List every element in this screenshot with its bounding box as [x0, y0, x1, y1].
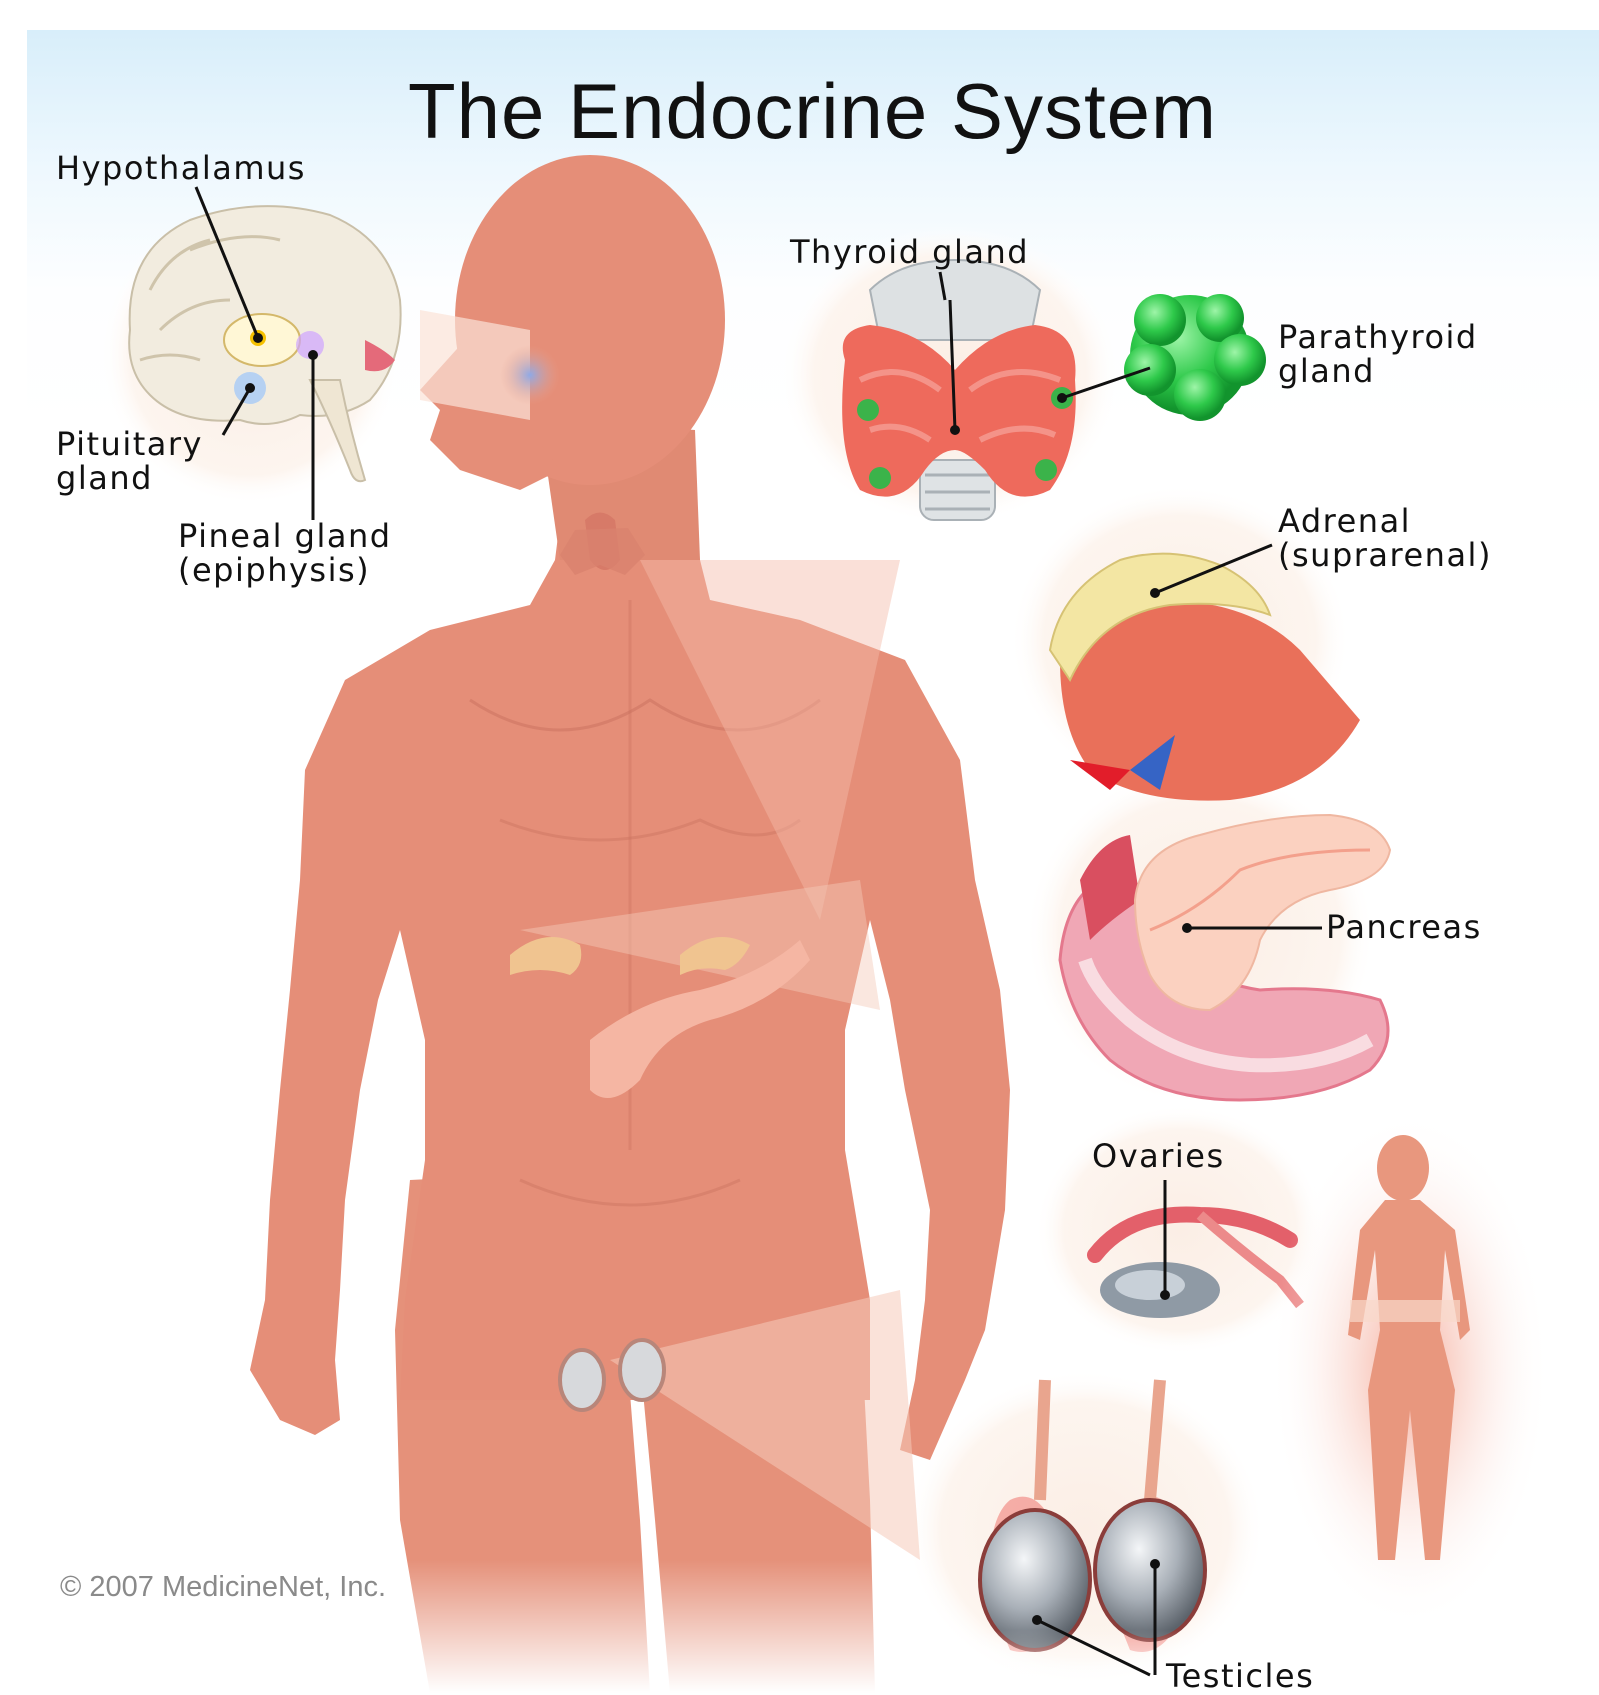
label-parathyroid-line2: gland: [1278, 355, 1375, 388]
label-adrenal-line2: (suprarenal): [1278, 539, 1492, 572]
label-pituitary-line2: gland: [56, 462, 153, 495]
label-ovaries: Ovaries: [1092, 1140, 1225, 1173]
label-pituitary-line1: Pituitary: [56, 428, 203, 461]
label-adrenal-line1: Adrenal: [1278, 505, 1411, 538]
label-testicles: Testicles: [1166, 1660, 1314, 1693]
label-thyroid: Thyroid gland: [790, 236, 1029, 269]
page-title: The Endocrine System: [408, 66, 1217, 156]
parathyroid-inset: [1124, 294, 1266, 421]
label-parathyroid-line1: Parathyroid: [1278, 321, 1478, 354]
label-pineal-line1: Pineal gland: [178, 520, 392, 553]
label-pancreas: Pancreas: [1326, 911, 1482, 944]
female-figure: [1270, 1110, 1550, 1630]
label-hypothalamus: Hypothalamus: [56, 152, 306, 185]
label-pineal-line2: (epiphysis): [178, 554, 370, 587]
copyright-notice: © 2007 MedicineNet, Inc.: [60, 1570, 386, 1604]
